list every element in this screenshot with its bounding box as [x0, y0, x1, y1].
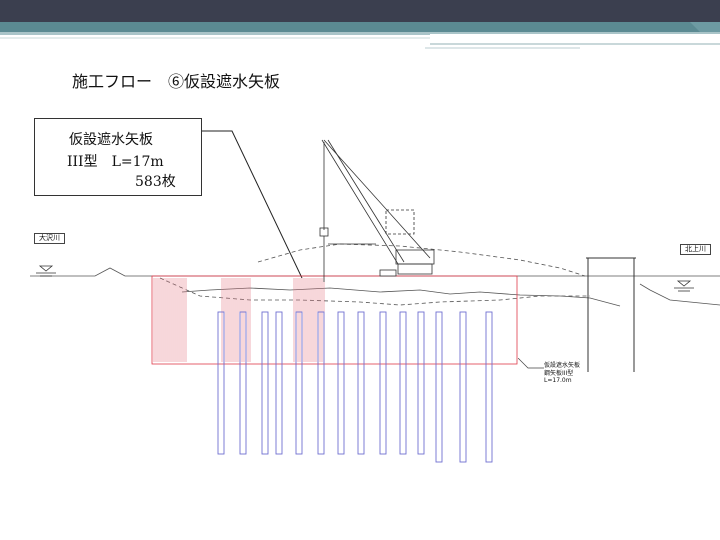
pile [275, 311, 283, 455]
right-river-label: 北上川 [680, 244, 711, 255]
header-dark-bar [0, 0, 720, 22]
pile [239, 311, 247, 455]
pile [337, 311, 345, 455]
pile [317, 311, 325, 455]
annotation-line-1: 仮設遮水矢板 [544, 362, 581, 369]
left-river-label: 大沢川 [34, 233, 65, 244]
callout-leader-line [202, 130, 303, 279]
crawler-crane [319, 139, 435, 282]
annotation-line-3: L=17.0m [544, 377, 572, 384]
pile [435, 311, 443, 463]
annotation-line-2: 鋼矢板III型 [544, 369, 574, 377]
header-decoration [0, 22, 720, 49]
pile [261, 311, 269, 455]
pile [379, 311, 387, 455]
drawing-annotation: 仮設遮水矢板 鋼矢板III型 L=17.0m [544, 362, 580, 385]
callout-line-name: 仮設遮水矢板 [69, 132, 153, 148]
ground-profile [30, 243, 720, 307]
pile [417, 311, 425, 455]
callout-box: 仮設遮水矢板 III型 L=17m 583枚 [34, 118, 202, 196]
slide-title: 施工フロー ⑥仮設遮水矢板 [72, 72, 281, 91]
pile [399, 311, 407, 455]
callout-line-spec: III型 L=17m [67, 154, 164, 170]
pile [217, 311, 225, 455]
pile [295, 311, 303, 455]
pile [485, 311, 493, 463]
foundation-piles [217, 311, 493, 463]
water-level-marks [36, 265, 694, 292]
pile [357, 311, 365, 455]
right-bank-wall [586, 257, 636, 372]
temporary-sheet-pile-area [151, 275, 518, 365]
callout-line-count: 583枚 [135, 174, 176, 190]
pile [459, 311, 467, 463]
annotation-leader [518, 358, 544, 369]
header-teal-bar [0, 22, 720, 32]
